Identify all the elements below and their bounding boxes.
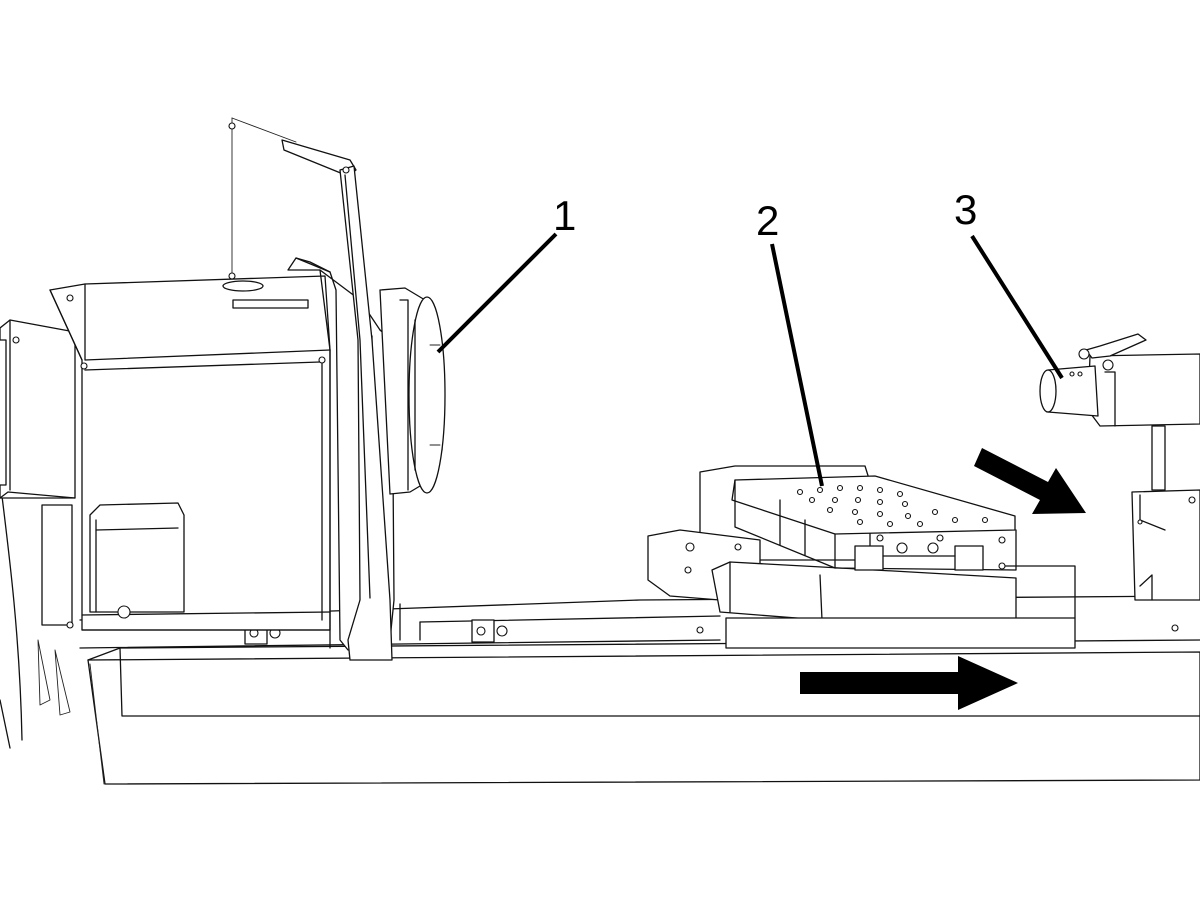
- left-enclosure-edge: [0, 479, 71, 749]
- callout-3-label: 3: [954, 186, 977, 233]
- callout-2-leader: [770, 243, 824, 487]
- callout-3-leader: [970, 234, 1064, 380]
- callout-2-label: 2: [756, 197, 779, 244]
- control-box: [0, 319, 76, 629]
- carriage-table: [647, 465, 1076, 649]
- callout-1-label: 1: [553, 192, 576, 239]
- table-motion-arrow: [800, 656, 1018, 710]
- callout-1-leader: [436, 232, 558, 354]
- table-holes: [796, 484, 989, 528]
- guard-bar: [228, 117, 393, 661]
- tailstock-motion-arrow: [974, 448, 1086, 514]
- headstock-housing: [49, 275, 331, 649]
- tailstock: [1039, 333, 1200, 601]
